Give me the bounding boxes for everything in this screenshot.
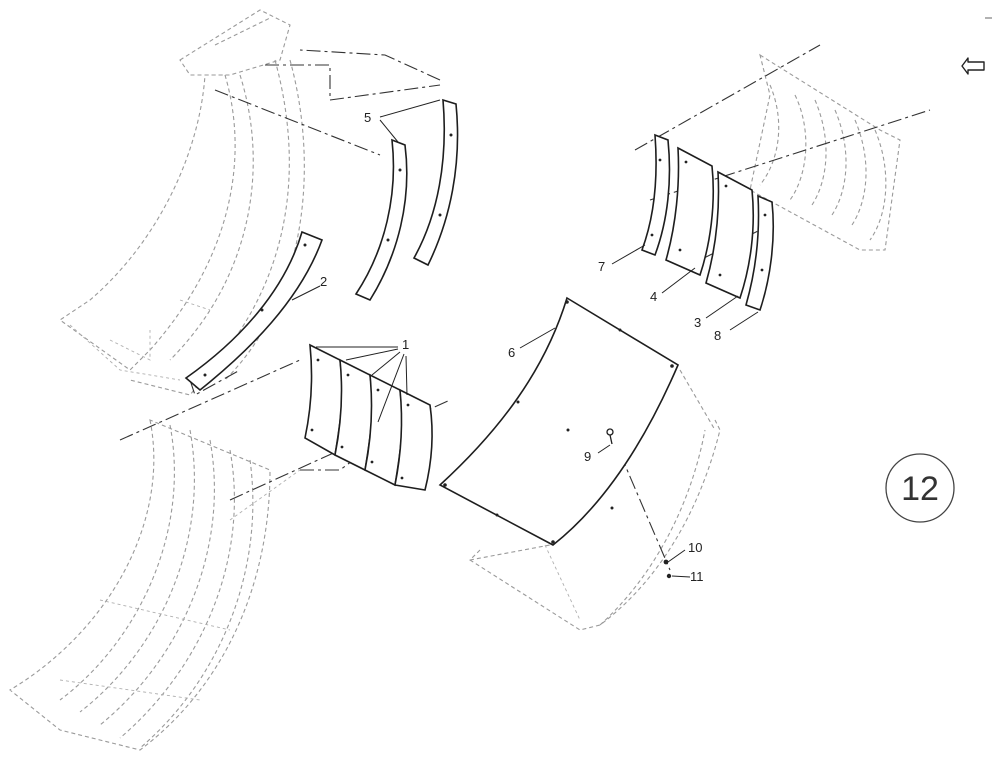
part-2-strip: [184, 230, 324, 392]
callouts: 5 2 1 6 7 4 3 8 9 10 11: [320, 110, 721, 584]
upper-housing-ghost: [59, 9, 305, 396]
lower-housing-ghost: [9, 419, 301, 751]
part-5-strips: [354, 98, 459, 302]
callout-8: 8: [714, 328, 721, 343]
part-3-panel: [705, 170, 755, 300]
callout-6: 6: [508, 345, 515, 360]
part-8-strip: [745, 194, 775, 312]
callout-10: 10: [688, 540, 702, 555]
sheet-number: 12: [901, 470, 939, 508]
part-4-panel: [665, 146, 715, 277]
callout-5: 5: [364, 110, 371, 125]
callout-1: 1: [402, 337, 409, 352]
callout-7: 7: [598, 259, 605, 274]
callout-2: 2: [320, 274, 327, 289]
callout-9: 9: [584, 449, 591, 464]
callout-4: 4: [650, 289, 657, 304]
lower-bracket-ghost: [469, 369, 721, 631]
part-1-panels: [304, 343, 433, 491]
leader-lines: [291, 99, 759, 578]
right-frame-ghost: [749, 53, 901, 251]
sheet-number-badge: 12: [885, 453, 955, 523]
callout-3: 3: [694, 315, 701, 330]
arrow-icon: [961, 17, 992, 75]
callout-11: 11: [690, 569, 704, 584]
part-7-strip: [640, 133, 671, 257]
part-6-cover-plate: [438, 296, 680, 546]
fastener-stack: [606, 428, 672, 579]
